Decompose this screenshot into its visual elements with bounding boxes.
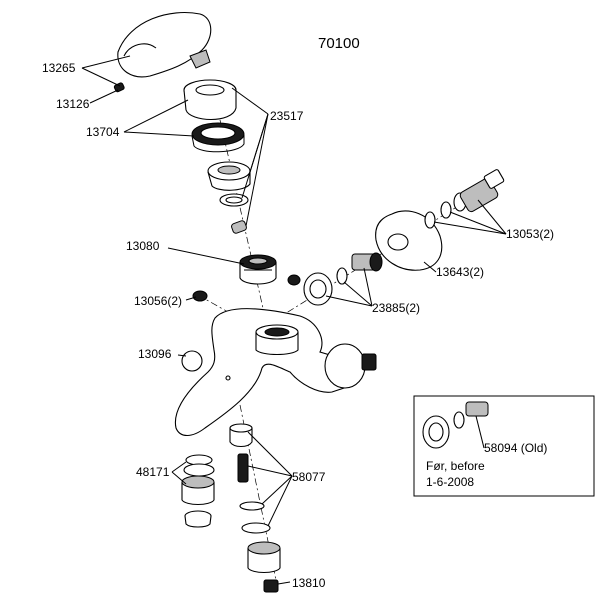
inset-part-label: 58094 (Old) — [484, 441, 547, 455]
handle-cap — [183, 79, 237, 120]
label-23517: 23517 — [270, 109, 304, 123]
label-13810: 13810 — [292, 576, 326, 590]
label-13704: 13704 — [86, 125, 120, 139]
small-pin — [231, 220, 247, 234]
label-13265: 13265 — [42, 61, 76, 75]
label-13053: 13053(2) — [506, 227, 554, 241]
label-13126: 13126 — [56, 97, 90, 111]
o-ring-small — [336, 267, 348, 285]
label-48171: 48171 — [136, 465, 170, 479]
set-screws — [192, 274, 301, 302]
label-13080: 13080 — [126, 239, 160, 253]
part-labels: 13265 13126 13704 23517 13080 13056(2) 1… — [42, 61, 554, 590]
diagram-title: 70100 — [318, 35, 360, 52]
washer — [219, 193, 249, 207]
aerator — [181, 454, 215, 528]
label-13096: 13096 — [138, 347, 172, 361]
knurled-nut — [207, 161, 251, 191]
label-23885: 23885(2) — [372, 301, 420, 315]
leader-lines — [81, 55, 507, 585]
cartridge — [239, 254, 277, 285]
inset-note-line1: Før, before — [426, 459, 485, 473]
label-13643: 13643(2) — [436, 265, 484, 279]
flange-washers — [424, 192, 467, 229]
wall-connector — [459, 169, 505, 213]
plug-13096 — [181, 350, 203, 372]
hand-shower-head — [117, 11, 212, 78]
small-screw-13126 — [113, 82, 125, 93]
mixer-body — [174, 308, 377, 437]
inset-note-line2: 1-6-2008 — [426, 475, 474, 489]
cover-flange — [375, 210, 443, 271]
handle-ring — [191, 122, 245, 153]
eccentric-union — [351, 252, 383, 272]
inset-box: 58094 (Old) Før, before 1-6-2008 — [413, 395, 595, 497]
label-13056: 13056(2) — [134, 294, 182, 308]
label-58077: 58077 — [292, 470, 326, 484]
diverter-stack — [229, 423, 281, 593]
coupling-nut — [303, 272, 333, 306]
